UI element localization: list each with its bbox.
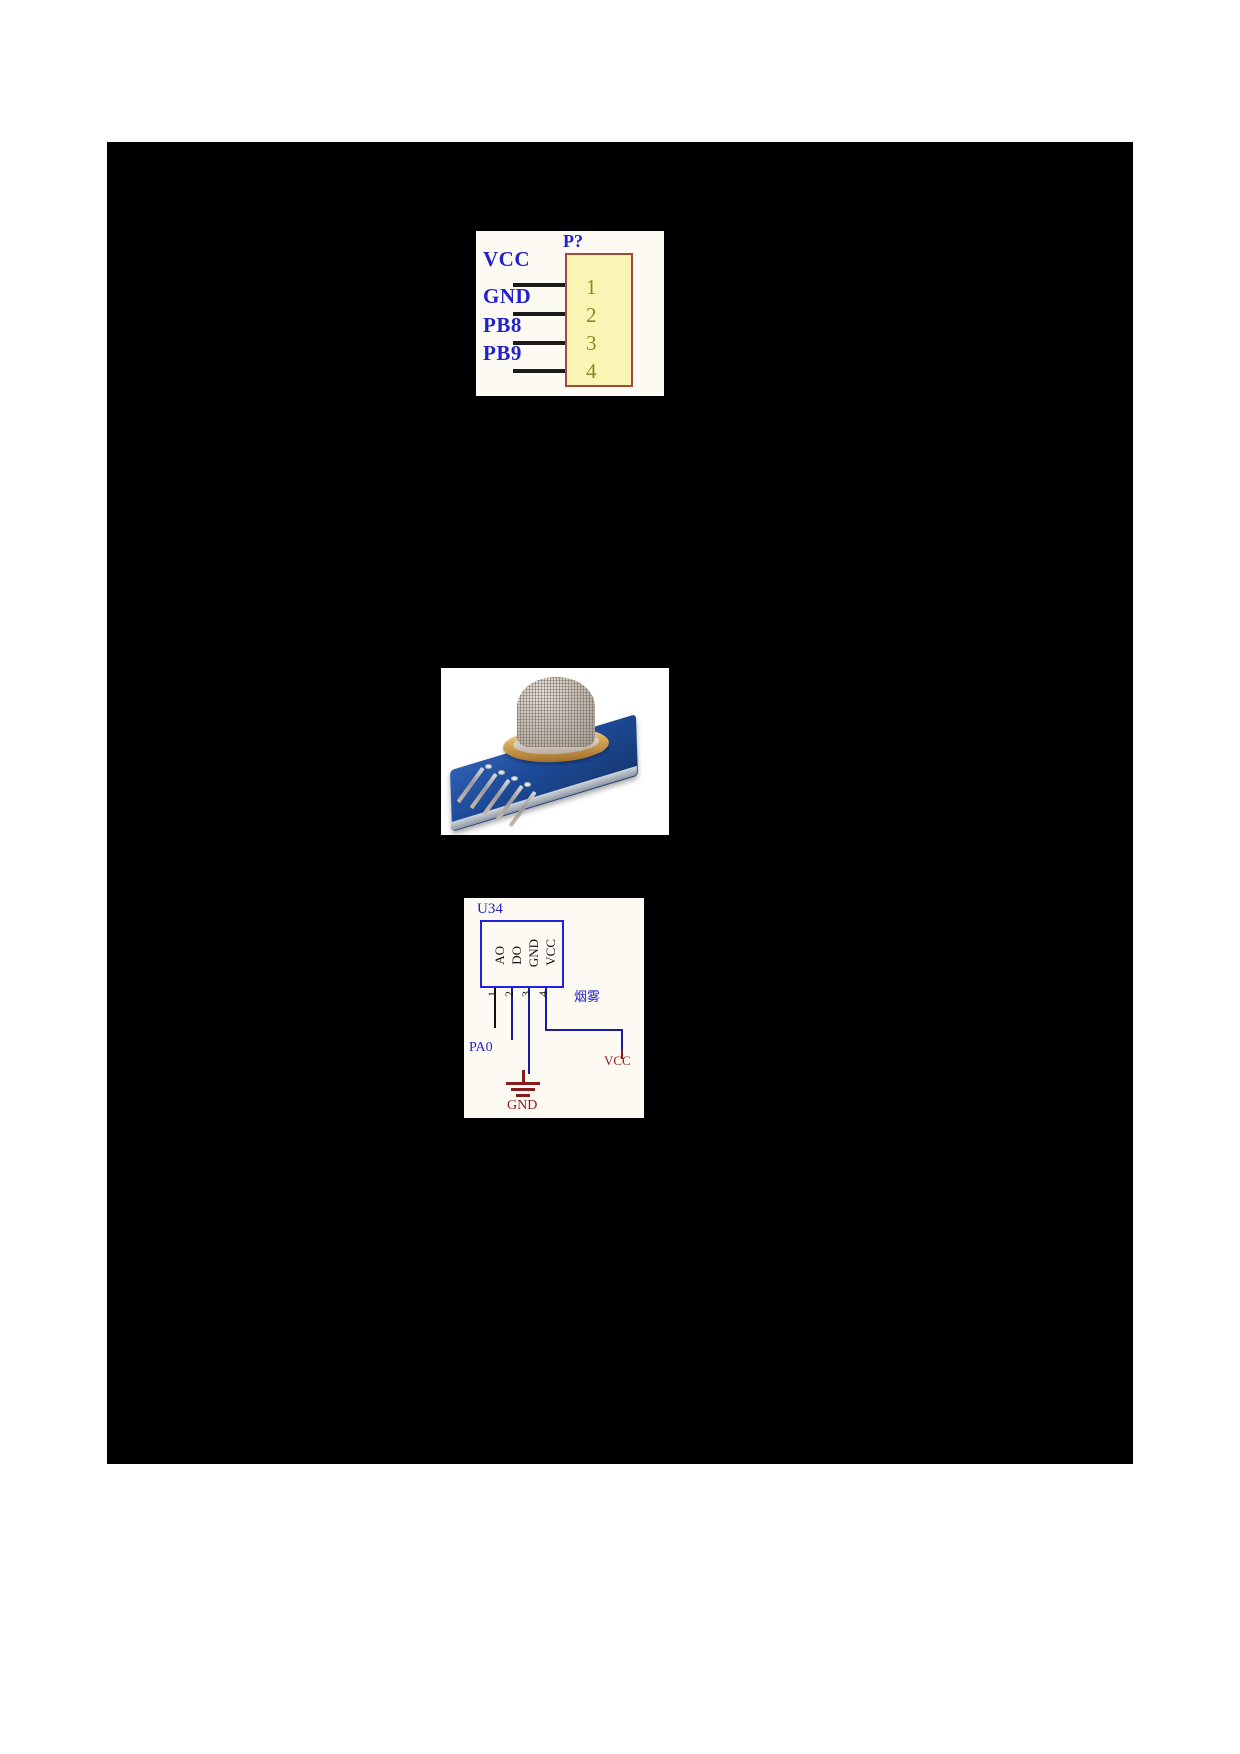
figure-connector-schematic: P? VCC GND PB8 PB9 1 2 3 4 — [476, 231, 664, 396]
u34-gnd-bar-2 — [511, 1088, 535, 1091]
pcb-pad-4 — [524, 782, 531, 787]
u34-vcc-wire-vertical — [621, 1029, 623, 1051]
u34-reference-designator: U34 — [477, 901, 503, 917]
u34-pin-number-2: 2 — [502, 991, 516, 997]
connector-lead-2 — [513, 312, 566, 316]
connector-pin-number-4: 4 — [586, 359, 597, 383]
u34-pin-number-3: 3 — [519, 991, 533, 997]
connector-pin-number-1: 1 — [586, 275, 597, 299]
u34-pin-name-gnd: GND — [526, 939, 541, 968]
u34-component-body — [480, 920, 564, 988]
connector-pin-number-3: 3 — [586, 331, 597, 355]
u34-pin-name-ao: AO — [492, 946, 507, 965]
u34-pin-number-4: 4 — [536, 991, 550, 997]
net-label-pb8: PB8 — [483, 313, 522, 337]
connector-body — [565, 253, 633, 387]
u34-gnd-bar-3 — [516, 1094, 530, 1097]
u34-component-label-smoke: 烟雾 — [574, 989, 601, 1004]
figure-u34-schematic: U34 AO DO GND VCC 1 2 3 4 烟雾 PA0 VCC GND — [464, 898, 644, 1118]
u34-net-label-vcc: VCC — [604, 1053, 631, 1068]
u34-vcc-wire-horizontal — [545, 1029, 623, 1031]
net-label-pb9: PB9 — [483, 341, 522, 365]
figure-gas-sensor-photo — [441, 668, 669, 835]
u34-gnd-symbol-stem — [522, 1070, 525, 1083]
u34-net-label-pa0: PA0 — [469, 1040, 493, 1055]
u34-vcc-symbol-stem — [621, 1050, 623, 1059]
connector-lead-4 — [513, 369, 566, 373]
connector-reference-designator: P? — [563, 231, 583, 251]
net-label-vcc: VCC — [483, 247, 530, 271]
u34-pin-stub-1 — [494, 988, 496, 1028]
sensor-mesh-cap — [517, 677, 595, 747]
u34-pin-stub-2 — [511, 988, 513, 1040]
u34-pin-stub-3 — [528, 988, 530, 1074]
connector-lead-1 — [513, 283, 566, 287]
u34-pin-name-vcc: VCC — [543, 939, 558, 966]
pcb-pad-1 — [485, 764, 492, 769]
u34-pin-stub-4 — [545, 988, 547, 1030]
u34-pin-name-do: DO — [509, 946, 524, 965]
u34-gnd-bar-1 — [506, 1082, 540, 1085]
pcb-pad-3 — [511, 776, 518, 781]
sensor-photo-scene — [441, 668, 669, 835]
connector-lead-3 — [513, 341, 566, 345]
connector-pin-number-2: 2 — [586, 303, 597, 327]
pcb-pad-2 — [498, 770, 505, 775]
u34-pin-number-1: 1 — [485, 991, 499, 997]
u34-net-label-gnd: GND — [507, 1098, 538, 1113]
net-label-gnd: GND — [483, 284, 532, 308]
